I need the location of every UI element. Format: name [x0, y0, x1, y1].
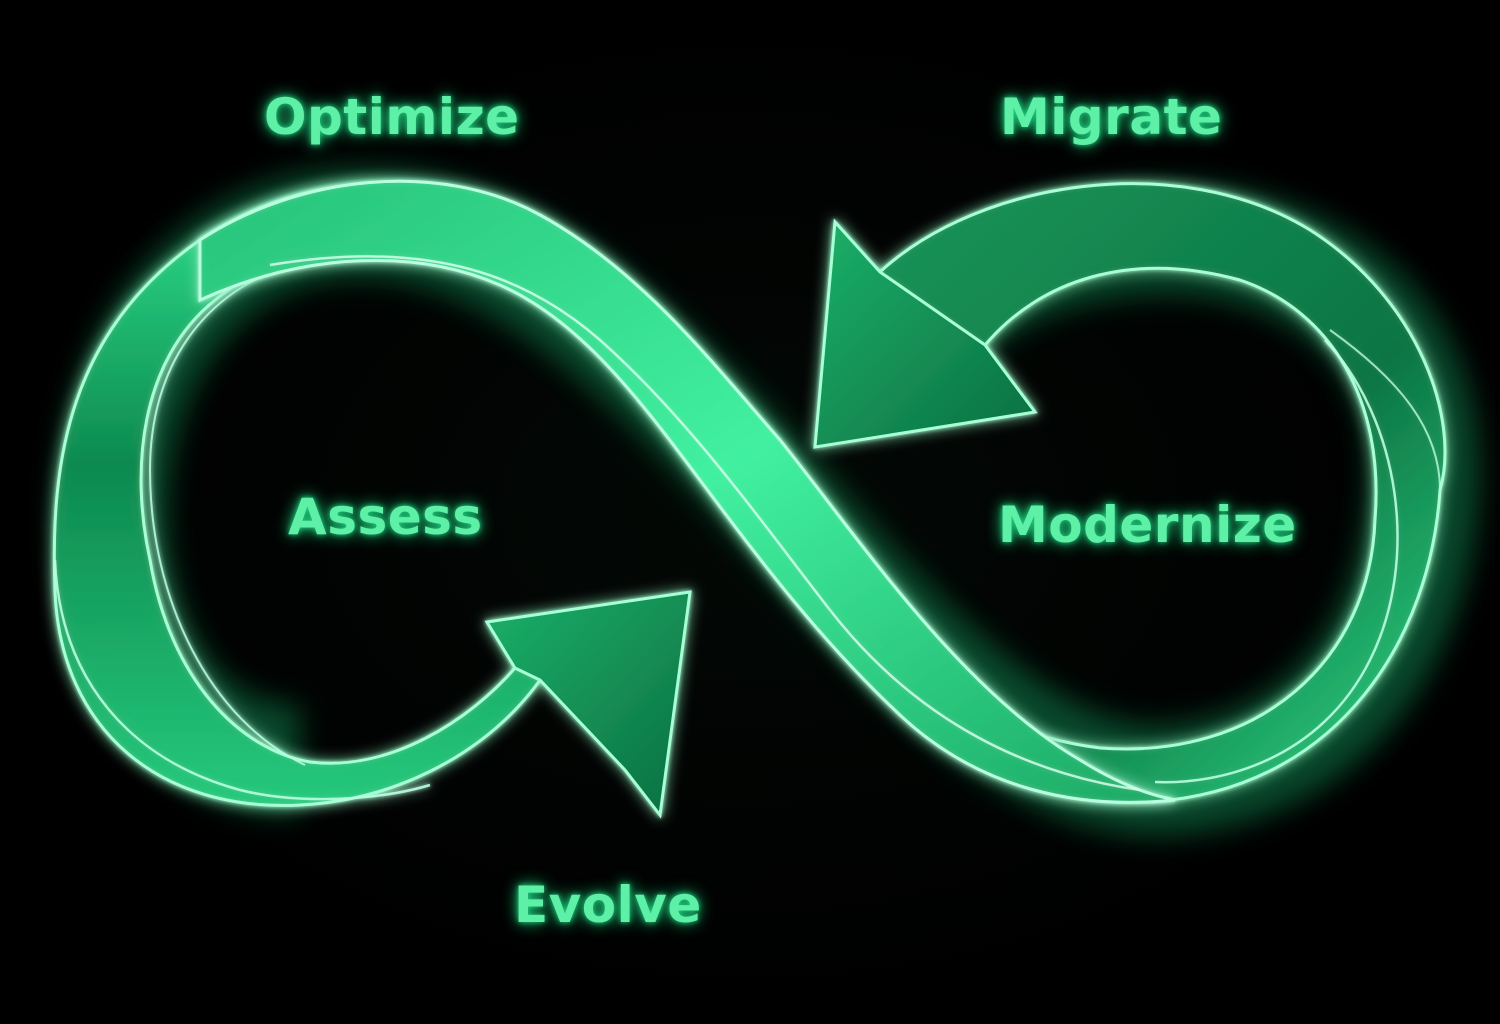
- stage-label-optimize: Optimize: [264, 88, 520, 146]
- diagonal-crossing-band: [198, 179, 1176, 804]
- stage-label-migrate: Migrate: [1000, 88, 1223, 146]
- stage-label-modernize: Modernize: [998, 496, 1297, 554]
- stage-label-evolve: Evolve: [514, 876, 702, 934]
- left-lobe-ribbon: [52, 183, 692, 819]
- right-lobe-ribbon: [768, 182, 1447, 803]
- stage-label-assess: Assess: [288, 488, 483, 546]
